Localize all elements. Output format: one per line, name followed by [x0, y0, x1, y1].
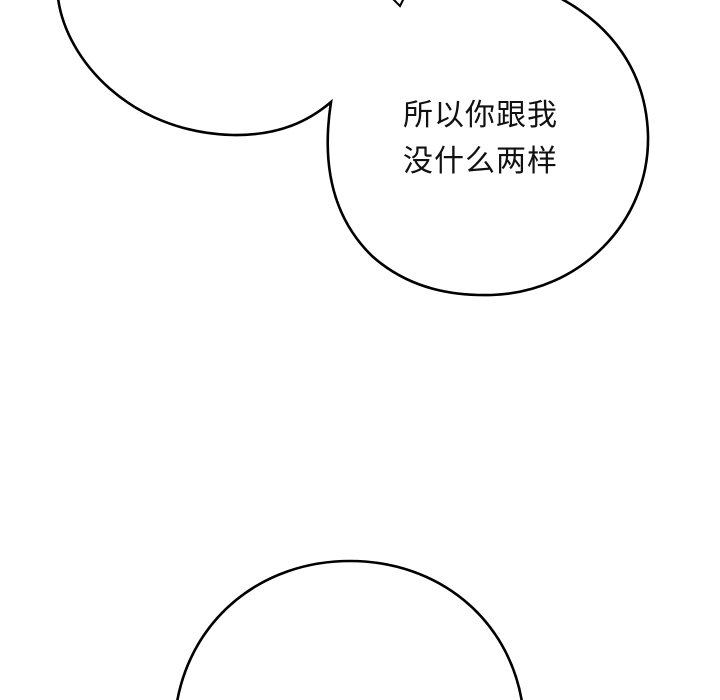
speech-bubble-text: 所以你跟我 没什么两样	[403, 93, 583, 185]
dialogue-line-1: 所以你跟我	[403, 98, 558, 133]
bubble-join-spike	[392, 0, 405, 8]
speech-bubble-top-outline	[57, 0, 650, 297]
dialogue-line-2: 没什么两样	[403, 144, 558, 179]
speech-bubble-bottom-outline	[176, 559, 523, 700]
